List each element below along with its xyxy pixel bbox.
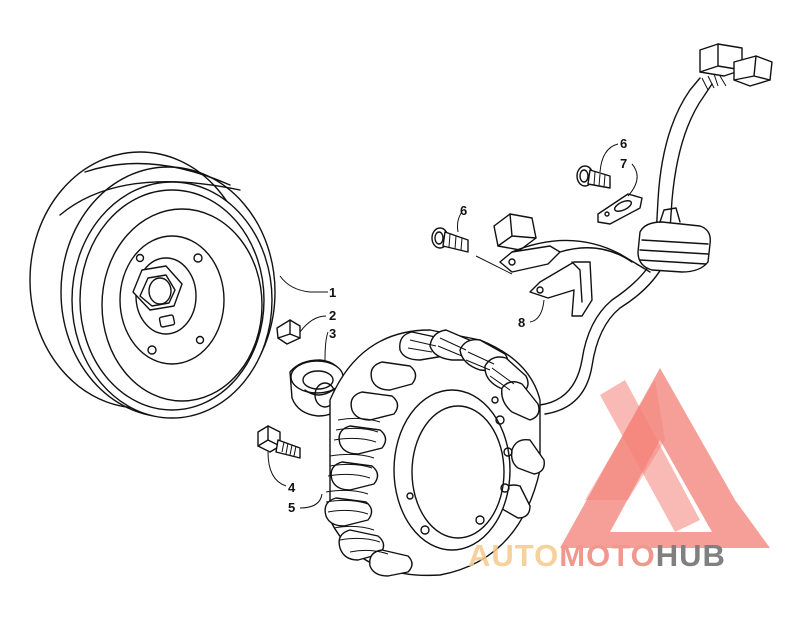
screw-lower xyxy=(431,227,469,253)
stator-wire-harness xyxy=(539,43,773,415)
leader-lines xyxy=(267,143,638,509)
callout-6-upper: 6 xyxy=(620,136,627,151)
svg-text:AUTOMOTOHUB: AUTOMOTOHUB xyxy=(468,538,726,573)
grommet xyxy=(637,221,711,273)
callout-2: 2 xyxy=(329,308,336,323)
watermark-word-3: HUB xyxy=(656,538,726,573)
callouts: 1 2 3 4 5 6 7 6 8 xyxy=(288,136,627,515)
flywheel xyxy=(29,151,276,419)
retainer-plate xyxy=(597,193,643,225)
flange-bolt xyxy=(257,425,301,459)
callout-8: 8 xyxy=(518,315,525,330)
callout-3: 3 xyxy=(329,326,336,341)
callout-7: 7 xyxy=(620,156,627,171)
screw-upper xyxy=(576,165,611,189)
callout-6-lower: 6 xyxy=(460,203,467,218)
stator xyxy=(324,329,545,577)
woodruff-key xyxy=(276,319,301,345)
flywheel-nut xyxy=(132,265,183,311)
watermark-logo: AUTOMOTOHUB xyxy=(468,368,770,573)
callout-1: 1 xyxy=(329,285,336,300)
watermark-word-1: AUTO xyxy=(468,538,559,573)
pickup-sensor-bracket xyxy=(493,213,651,317)
watermark-logo-mark xyxy=(560,368,770,548)
stator-winding-lines xyxy=(325,337,515,555)
watermark-word-2: MOTO xyxy=(559,538,655,573)
callout-4: 4 xyxy=(288,480,296,495)
callout-5: 5 xyxy=(288,500,295,515)
